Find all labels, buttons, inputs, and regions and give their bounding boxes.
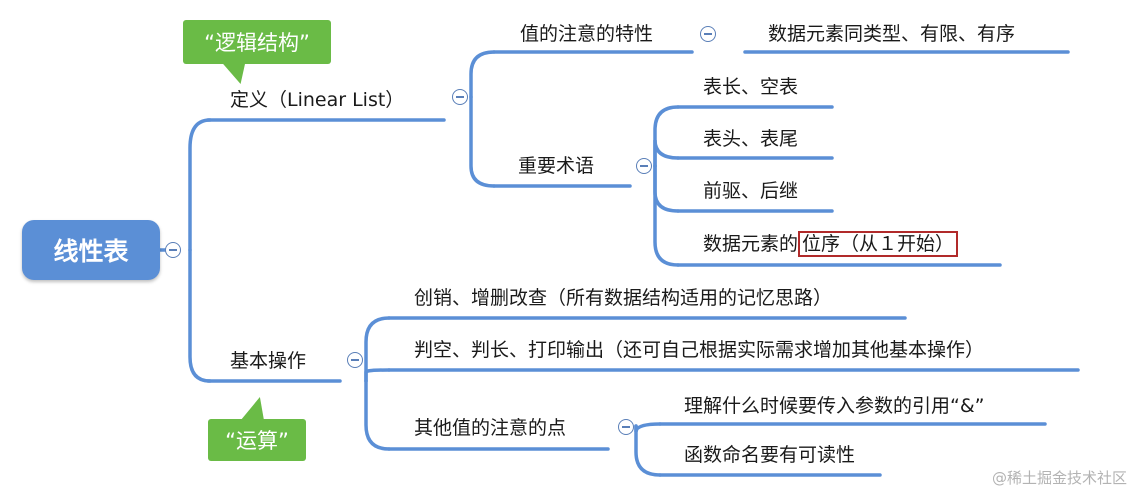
node-term-head-tail[interactable]: 表头、表尾	[703, 128, 799, 150]
node-op-misc[interactable]: 判空、判长、打印输出（还可自己根据实际需求增加其他基本操作）	[414, 339, 985, 361]
callout-logic-label: “逻辑结构”	[204, 31, 310, 55]
node-note-naming[interactable]: 函数命名要有可读性	[684, 444, 856, 466]
collapse-toggle-root[interactable]	[165, 242, 181, 258]
node-notice-value[interactable]: 数据元素同类型、有限、有序	[768, 23, 1016, 45]
node-definition[interactable]: 定义（Linear List）	[230, 89, 405, 111]
watermark: @稀土掘金技术社区	[991, 469, 1127, 487]
collapse-toggle-operations[interactable]	[347, 352, 363, 368]
node-notice-feature[interactable]: 值的注意的特性	[520, 23, 654, 45]
node-term-pred-succ[interactable]: 前驱、后继	[703, 180, 799, 202]
collapse-toggle-terms[interactable]	[636, 158, 652, 174]
collapse-toggle-definition[interactable]	[452, 89, 468, 105]
root-node[interactable]: 线性表	[22, 220, 160, 280]
node-note-reference[interactable]: 理解什么时候要传入参数的引用“&”	[684, 395, 985, 417]
callout-ops-label: “运算”	[225, 429, 289, 453]
root-label: 线性表	[53, 237, 129, 266]
collapse-toggle-notes[interactable]	[618, 419, 634, 435]
node-term-position[interactable]: 数据元素的位序（从１开始）	[703, 231, 959, 257]
node-basic-operations[interactable]: 基本操作	[230, 350, 307, 372]
callout-logic-structure: “逻辑结构”	[183, 20, 331, 64]
node-key-terms[interactable]: 重要术语	[518, 155, 595, 177]
callout-operations: “运算”	[208, 419, 306, 461]
node-op-crud[interactable]: 创销、增删改查（所有数据结构适用的记忆思路）	[414, 287, 833, 309]
collapse-toggle-notice[interactable]	[700, 26, 716, 42]
node-term-length[interactable]: 表长、空表	[703, 76, 799, 98]
term-position-prefix: 数据元素的	[703, 233, 799, 255]
node-op-notes[interactable]: 其他值的注意的点	[414, 417, 567, 439]
highlight-box-position: 位序（从１开始）	[798, 231, 959, 257]
